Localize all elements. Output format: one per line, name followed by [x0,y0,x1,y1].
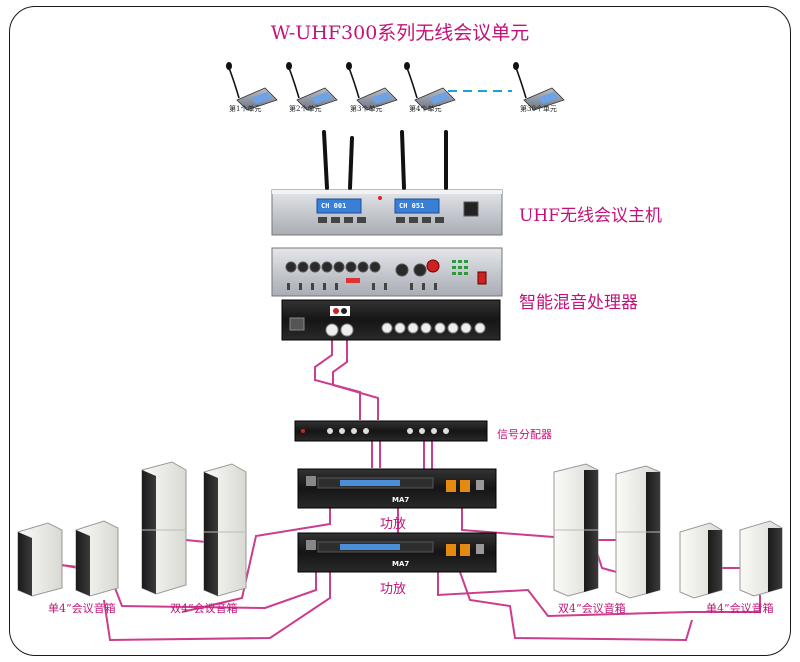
single-4-inch-speaker [739,520,783,597]
host-label: UHF无线会议主机 [519,206,662,226]
cable-amp2-right-double [437,572,761,618]
power-amplifier [297,532,497,573]
amp-label: 功放 [380,517,407,532]
power-switch [463,201,479,217]
xlr-output [325,323,339,337]
conference-unit [346,62,398,111]
speaker-label-right-single: 单4”会议音箱 [706,602,774,615]
amp-brand: MA7 [392,560,410,568]
cable-amp2-left-single-b [103,572,331,642]
diagram-frame [9,6,791,656]
cable-left-double-link [185,539,207,543]
cable-amp2-right-single [459,571,693,642]
host-display-text: CH 001 [321,202,347,210]
signal-splitter [294,420,488,442]
unit-label: 第30个单元 [520,105,557,113]
xlr-output [340,323,354,337]
cable-mixer-to-splitter-2 [332,335,379,420]
antenna [348,136,354,190]
conference-unit [404,62,456,111]
host-display [394,198,440,214]
speaker-label-left-double: 双4”会议音箱 [170,602,238,615]
antenna [322,130,329,190]
double-4-inch-speaker [141,461,187,595]
unit-label: 第3个单元 [350,105,383,113]
speaker-label-left-single: 单4”会议音箱 [48,602,116,615]
master-knob [426,259,440,273]
speaker-label-right-double: 双4”会议音箱 [558,602,626,615]
unit-label: 第1个单元 [229,105,262,113]
smart-mixer-processor [271,247,503,297]
cable-amp1-left-double [181,508,331,613]
amp-label: 功放 [380,582,407,597]
antenna [400,130,406,190]
power-amplifier [297,468,497,509]
host-display-text: CH 051 [399,202,425,210]
host-display [316,198,362,214]
amp-brand: MA7 [392,496,410,504]
diagram-title: W-UHF300系列无线会议单元 [270,22,530,44]
single-4-inch-speaker [75,520,119,597]
mixer-rear-panel [281,299,501,341]
single-4-inch-speaker [679,522,723,599]
mixer-label: 智能混音处理器 [519,293,638,313]
cable-left-single-link [61,564,79,569]
single-4-inch-speaker [17,522,63,597]
power-switch [477,271,487,285]
conference-unit [226,62,278,111]
power-socket [289,317,305,331]
double-4-inch-speaker [553,463,599,597]
double-4-inch-speaker [203,463,247,597]
unit-label: 第2个单元 [289,105,322,113]
uhf-wireless-host [271,130,503,236]
indicator-light [378,196,382,200]
conference-unit [286,62,338,111]
conference-unit [513,62,565,111]
cable-mixer-to-splitter-1 [314,335,361,420]
unit-label: 第4个单元 [409,105,442,113]
splitter-label: 信号分配器 [497,428,552,441]
double-4-inch-speaker [615,465,661,599]
